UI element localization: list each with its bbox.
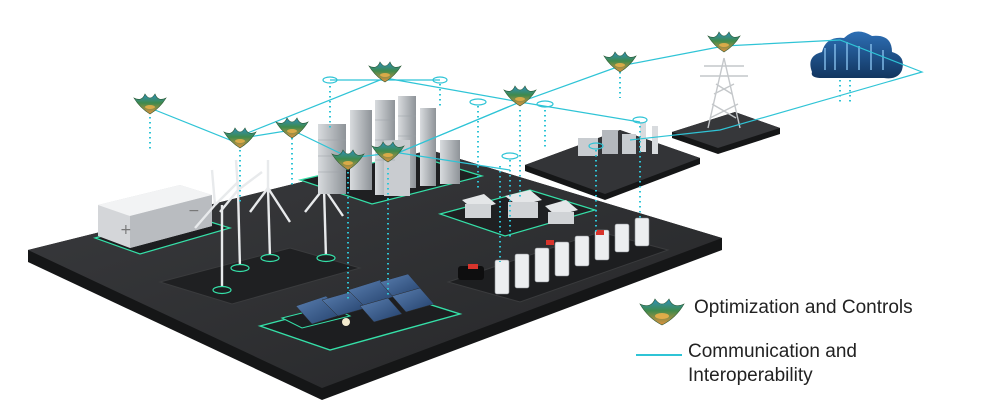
wind-farm <box>158 157 362 305</box>
residential-houses <box>437 189 598 237</box>
transmission-tower <box>700 57 748 129</box>
optimization-node-icon <box>639 298 685 326</box>
substation <box>578 122 658 156</box>
legend-label-communication-line2: Interoperability <box>688 365 813 386</box>
cloud-icon <box>810 31 903 79</box>
legend-item-optimization: Optimization and Controls <box>636 296 913 328</box>
battery-storage: + − <box>92 185 233 255</box>
svg-text:−: − <box>188 203 200 219</box>
data-link-columns <box>149 72 851 300</box>
legend-label-optimization: Optimization and Controls <box>694 297 913 318</box>
city-buildings <box>297 96 485 205</box>
solar-array <box>257 273 463 351</box>
legend-label-communication-line1: Communication and <box>688 341 857 362</box>
svg-text:+: + <box>120 222 132 238</box>
legend-item-communication: Communication and Interoperability <box>636 340 857 388</box>
legend-label-communication: Communication and Interoperability <box>688 340 857 388</box>
communication-network <box>149 39 924 171</box>
ev-charging-station <box>446 217 670 303</box>
communication-line-icon <box>636 354 682 356</box>
link-rings <box>322 76 648 160</box>
